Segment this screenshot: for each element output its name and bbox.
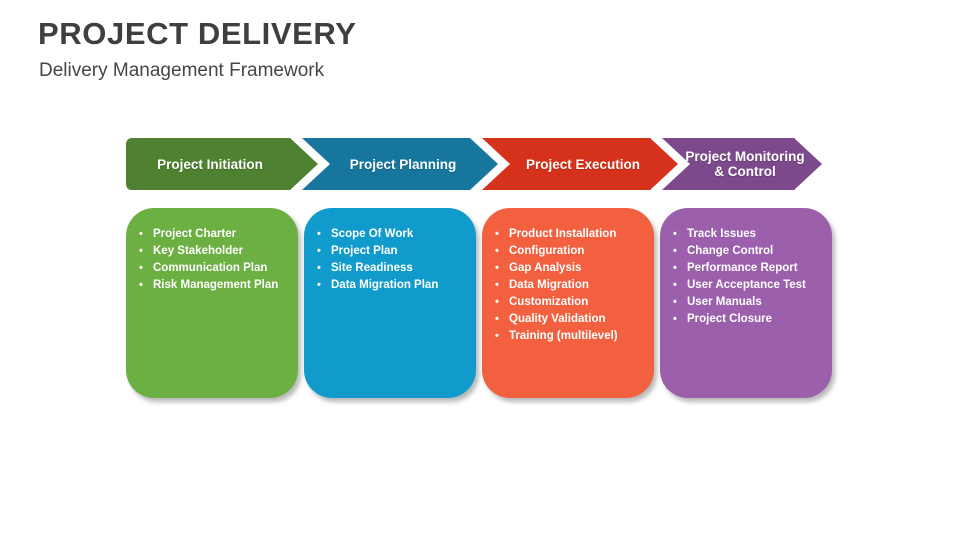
- phase-banner-row: Project Initiation Project Planning Proj…: [126, 138, 826, 190]
- list-item-label: Track Issues: [687, 228, 757, 240]
- bullet-list: • Product Installation • Configuration • Gap …: [492, 226, 644, 345]
- list-item: • Gap Analysis: [492, 260, 644, 277]
- bullet-icon: •: [495, 245, 499, 257]
- list-item-label: Quality Validation: [509, 313, 606, 325]
- bullet-icon: •: [673, 313, 677, 325]
- list-item-label: Change Control: [687, 245, 774, 257]
- bullet-icon: •: [495, 262, 499, 274]
- list-item: • Performance Report: [670, 260, 822, 277]
- phase-banner-project-planning[interactable]: Project Planning: [302, 138, 498, 190]
- list-item: • Project Closure: [670, 311, 822, 328]
- list-item-label: Scope Of Work: [331, 228, 414, 240]
- list-item-label: Training (multilevel): [509, 330, 618, 342]
- phase-banner-label: Project Initiation: [157, 156, 263, 172]
- bullet-icon: •: [139, 279, 143, 291]
- phase-banner-project-monitoring-control[interactable]: Project Monitoring & Control: [662, 138, 822, 190]
- phase-banner-label: Project Planning: [349, 156, 457, 172]
- list-item-label: Project Closure: [687, 313, 772, 325]
- bullet-icon: •: [673, 262, 677, 274]
- bullet-icon: •: [495, 296, 499, 308]
- bullet-icon: •: [673, 279, 677, 291]
- list-item-label: Site Readiness: [331, 262, 413, 274]
- list-item-label: User Manuals: [687, 296, 762, 308]
- phase-banner-project-initiation[interactable]: Project Initiation: [126, 138, 318, 190]
- phase-banner-label: Project Monitoring & Control: [685, 149, 805, 179]
- list-item: • Project Plan: [314, 243, 466, 260]
- list-item: • Quality Validation: [492, 311, 644, 328]
- list-item: • Change Control: [670, 243, 822, 260]
- bullet-icon: •: [495, 279, 499, 291]
- list-item: • Scope Of Work: [314, 226, 466, 243]
- bullet-icon: •: [317, 228, 321, 240]
- list-item-label: Product Installation: [509, 228, 617, 240]
- page-subtitle: Delivery Management Framework: [39, 60, 325, 81]
- list-item-label: Configuration: [509, 245, 585, 257]
- list-item: • Risk Management Plan: [136, 277, 288, 294]
- list-item: • Customization: [492, 294, 644, 311]
- bullet-icon: •: [673, 228, 677, 240]
- bullet-icon: •: [495, 228, 499, 240]
- list-item: • Configuration: [492, 243, 644, 260]
- list-item-label: Performance Report: [687, 262, 798, 274]
- bullet-list: • Track Issues • Change Control • Performance…: [670, 226, 822, 328]
- bullet-icon: •: [139, 262, 143, 274]
- bullet-icon: •: [495, 313, 499, 325]
- bullet-icon: •: [673, 296, 677, 308]
- phase-card-project-planning[interactable]: • Scope Of Work • Project Plan • Site Readine…: [304, 208, 476, 398]
- list-item-label: Risk Management Plan: [153, 279, 279, 291]
- bullet-icon: •: [317, 262, 321, 274]
- phase-banner-project-execution[interactable]: Project Execution: [482, 138, 678, 190]
- list-item-label: User Acceptance Test: [687, 279, 806, 291]
- list-item: • Product Installation: [492, 226, 644, 243]
- list-item-label: Gap Analysis: [509, 262, 582, 274]
- page-title: PROJECT DELIVERY: [38, 16, 357, 51]
- bullet-list: • Scope Of Work • Project Plan • Site Readine…: [314, 226, 466, 294]
- list-item-label: Customization: [509, 296, 589, 308]
- bullet-icon: •: [495, 330, 499, 342]
- list-item: • Training (multilevel): [492, 328, 644, 345]
- list-item: • Communication Plan: [136, 260, 288, 277]
- phase-banner-label: Project Execution: [525, 156, 641, 172]
- phase-card-project-execution[interactable]: • Product Installation • Configuration • Gap …: [482, 208, 654, 398]
- phase-card-project-monitoring-control[interactable]: • Track Issues • Change Control • Performance…: [660, 208, 832, 398]
- bullet-icon: •: [139, 245, 143, 257]
- list-item-label: Project Plan: [331, 245, 398, 257]
- bullet-icon: •: [317, 245, 321, 257]
- list-item-label: Key Stakeholder: [153, 245, 244, 257]
- list-item: • Key Stakeholder: [136, 243, 288, 260]
- list-item-label: Project Charter: [153, 228, 237, 240]
- list-item-label: Data Migration: [509, 279, 589, 291]
- bullet-icon: •: [673, 245, 677, 257]
- bullet-icon: •: [317, 279, 321, 291]
- list-item: • Project Charter: [136, 226, 288, 243]
- list-item: • Track Issues: [670, 226, 822, 243]
- list-item-label: Communication Plan: [153, 262, 268, 274]
- bullet-list: • Project Charter • Key Stakeholder • Communi…: [136, 226, 288, 294]
- list-item: • User Manuals: [670, 294, 822, 311]
- phase-card-project-initiation[interactable]: • Project Charter • Key Stakeholder • Communi…: [126, 208, 298, 398]
- list-item: • Data Migration: [492, 277, 644, 294]
- bullet-icon: •: [139, 228, 143, 240]
- phase-card-row: • Project Charter • Key Stakeholder • Communi…: [126, 208, 838, 400]
- list-item: • User Acceptance Test: [670, 277, 822, 294]
- list-item: • Site Readiness: [314, 260, 466, 277]
- list-item-label: Data Migration Plan: [331, 279, 439, 291]
- list-item: • Data Migration Plan: [314, 277, 466, 294]
